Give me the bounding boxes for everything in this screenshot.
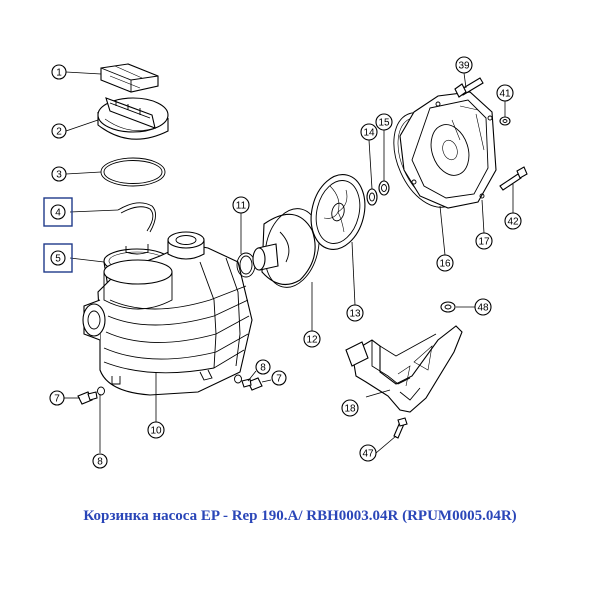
svg-text:7: 7 [54,394,60,405]
part-3-lid-o-ring [100,157,166,187]
part-48-washer [440,301,456,313]
svg-text:3: 3 [56,170,62,181]
callout-17: 17 [475,232,493,250]
svg-text:16: 16 [439,259,451,270]
svg-text:48: 48 [477,303,489,314]
part-47-screw [393,417,408,439]
callout-47: 47 [359,444,377,462]
svg-text:14: 14 [363,128,375,139]
callout-16: 16 [436,254,454,272]
callout-18: 18 [341,399,359,417]
svg-text:7: 7 [276,374,282,385]
svg-text:11: 11 [236,201,247,212]
part-12-diffuser [252,208,320,288]
callout-2: 2 [51,123,67,139]
svg-text:17: 17 [478,237,490,248]
callout-3: 3 [51,166,67,182]
part-2-strainer-lid [97,97,169,140]
part-4-basket-clip [117,202,156,233]
part-18-motor-support-base [345,325,463,413]
svg-text:4: 4 [55,208,61,219]
callout-15: 15 [375,113,393,131]
svg-text:41: 41 [499,89,511,100]
callout-11: 11 [232,196,250,214]
part-10-pump-housing [82,231,253,396]
svg-text:18: 18 [344,404,356,415]
part-11-diffuser-o-ring [236,252,256,278]
part-42-screw [499,166,528,191]
part-13-impeller [310,174,366,250]
svg-text:47: 47 [362,449,374,460]
svg-text:13: 13 [349,309,361,320]
part-8-drain-o-ring-right [234,374,242,384]
callout-39: 39 [455,56,473,74]
callout-1: 1 [51,64,67,80]
svg-text:8: 8 [260,363,266,374]
part-15-seal-seat [378,180,390,196]
callout-8-right: 8 [255,359,271,375]
callout-5-highlighted: 5 [43,243,73,273]
part-14-mechanical-seal [366,188,378,206]
part-7-drain-plug-left [77,391,98,405]
svg-text:15: 15 [378,118,390,129]
part-1-lid-handle [100,63,159,93]
product-caption: Корзинка насоса EP - Rep 190.A/ RBH0003.… [83,508,517,524]
callout-10: 10 [147,421,165,439]
part-17-seal-housing [399,91,497,209]
part-8-drain-o-ring-left [97,386,105,396]
callout-7-left: 7 [49,390,65,406]
callout-12: 12 [303,330,321,348]
leader-lines [64,71,514,454]
svg-text:2: 2 [56,127,62,138]
svg-text:10: 10 [150,426,162,437]
svg-text:1: 1 [56,68,62,79]
svg-text:5: 5 [55,254,61,265]
svg-text:39: 39 [458,61,470,72]
svg-text:42: 42 [507,217,519,228]
callout-41: 41 [496,84,514,102]
callout-14: 14 [360,123,378,141]
svg-text:8: 8 [97,457,103,468]
callout-7-right: 7 [271,370,287,386]
part-39-screw [454,77,484,98]
part-7-drain-plug-right [241,377,263,391]
part-41-washer [499,116,511,126]
callout-13: 13 [346,304,364,322]
svg-text:12: 12 [306,335,318,346]
callout-4-highlighted: 4 [43,197,73,227]
callout-42: 42 [504,212,522,230]
callout-48: 48 [474,298,492,316]
callout-8-bottom: 8 [92,453,108,469]
